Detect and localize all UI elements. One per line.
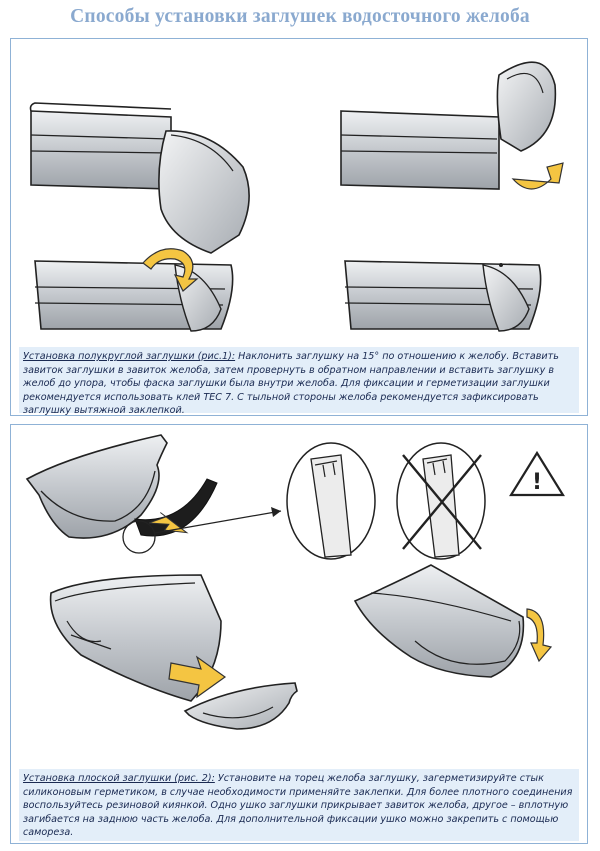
warning-icon: !: [509, 450, 565, 497]
caption-figure-1: Установка полукруглой заглушки (рис.1): …: [19, 347, 579, 417]
seal-detail-correct: [286, 442, 376, 560]
insert-arrow-icon: [168, 655, 227, 699]
flat-cap-with-seal: [25, 434, 282, 554]
gutter-step-2: [340, 61, 564, 190]
panel-semicircular-cap: Установка полукруглой заглушки (рис.1): …: [10, 38, 588, 416]
panel-flat-cap: ! Установка плоской заглушки (рис. 2): У…: [10, 424, 588, 844]
gutter-with-flat-cap: [49, 574, 298, 730]
gutter-step-1: [29, 102, 250, 254]
warning-symbol: !: [532, 470, 542, 495]
rotate-arrow-icon: [511, 162, 564, 190]
seal-detail-incorrect: [396, 442, 486, 560]
gutter-step-3: [34, 248, 234, 332]
caption-label-1: Установка полукруглой заглушки (рис.1):: [23, 351, 236, 362]
figure-2-illustration: !: [25, 434, 565, 730]
caption-label-2: Установка плоской заглушки (рис. 2):: [23, 773, 215, 784]
page-title: Способы установки заглушек водосточного …: [70, 6, 530, 27]
gutter-flat-cap-installed: [353, 564, 553, 678]
fold-arrow-icon: [526, 608, 553, 663]
gutter-step-4: [344, 260, 542, 332]
rotate-arrow-icon: [142, 248, 199, 292]
caption-text-1: Наклонить заглушку на 15° по отношению к…: [23, 351, 559, 417]
caption-figure-2: Установка плоской заглушки (рис. 2): Уст…: [19, 769, 579, 841]
figure-1-illustration: [29, 61, 564, 332]
caption-text-2: Установите на торец желоба заглушку, заг…: [23, 773, 573, 839]
